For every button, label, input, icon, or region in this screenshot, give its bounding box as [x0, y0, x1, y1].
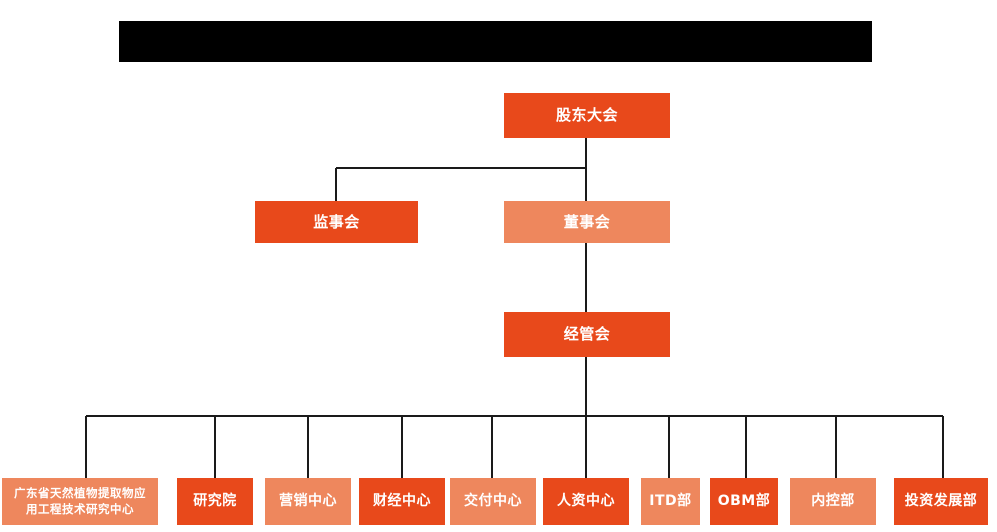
department-node-4[interactable]: 财经中心 — [359, 478, 445, 525]
department-node-7-label: ITD部 — [649, 493, 692, 510]
department-node-10-label: 投资发展部 — [904, 493, 978, 510]
node-management-committee[interactable]: 经管会 — [504, 312, 670, 357]
department-node-9-label: 内控部 — [811, 493, 855, 510]
department-node-2-label: 研究院 — [193, 493, 237, 510]
department-node-7[interactable]: ITD部 — [641, 478, 700, 525]
department-node-2[interactable]: 研究院 — [177, 478, 253, 525]
node-management-committee-label: 经管会 — [563, 325, 611, 344]
department-node-1[interactable]: 广东省天然植物提取物应 用工程技术研究中心 — [2, 478, 158, 525]
node-shareholders-meeting-label: 股东大会 — [555, 106, 618, 125]
department-node-3[interactable]: 营销中心 — [265, 478, 351, 525]
department-node-6-label: 人资中心 — [557, 493, 615, 510]
node-shareholders-meeting[interactable]: 股东大会 — [504, 93, 670, 138]
department-node-3-label: 营销中心 — [279, 493, 337, 510]
department-node-8-label: OBM部 — [717, 493, 771, 510]
department-node-10[interactable]: 投资发展部 — [894, 478, 988, 525]
node-board-of-directors[interactable]: 董事会 — [504, 201, 670, 243]
department-node-4-label: 财经中心 — [373, 493, 431, 510]
department-node-9[interactable]: 内控部 — [790, 478, 876, 525]
department-node-1-label: 广东省天然植物提取物应 用工程技术研究中心 — [14, 485, 146, 516]
node-board-of-directors-label: 董事会 — [563, 212, 611, 231]
node-supervisory-board[interactable]: 监事会 — [255, 201, 418, 243]
department-node-5-label: 交付中心 — [464, 493, 522, 510]
redacted-title-bar — [119, 21, 872, 62]
node-supervisory-board-label: 监事会 — [313, 212, 360, 231]
department-node-6[interactable]: 人资中心 — [543, 478, 629, 525]
department-node-5[interactable]: 交付中心 — [450, 478, 536, 525]
department-node-8[interactable]: OBM部 — [710, 478, 778, 525]
